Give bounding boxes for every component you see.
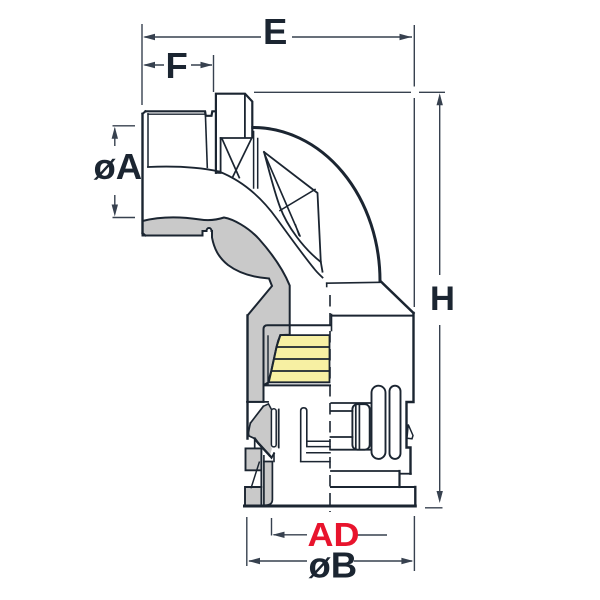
svg-text:E: E bbox=[263, 11, 287, 52]
svg-text:øA: øA bbox=[94, 146, 143, 187]
svg-text:AD: AD bbox=[308, 517, 360, 554]
svg-text:F: F bbox=[166, 45, 188, 86]
svg-text:øB: øB bbox=[309, 545, 358, 586]
svg-text:H: H bbox=[430, 280, 455, 318]
